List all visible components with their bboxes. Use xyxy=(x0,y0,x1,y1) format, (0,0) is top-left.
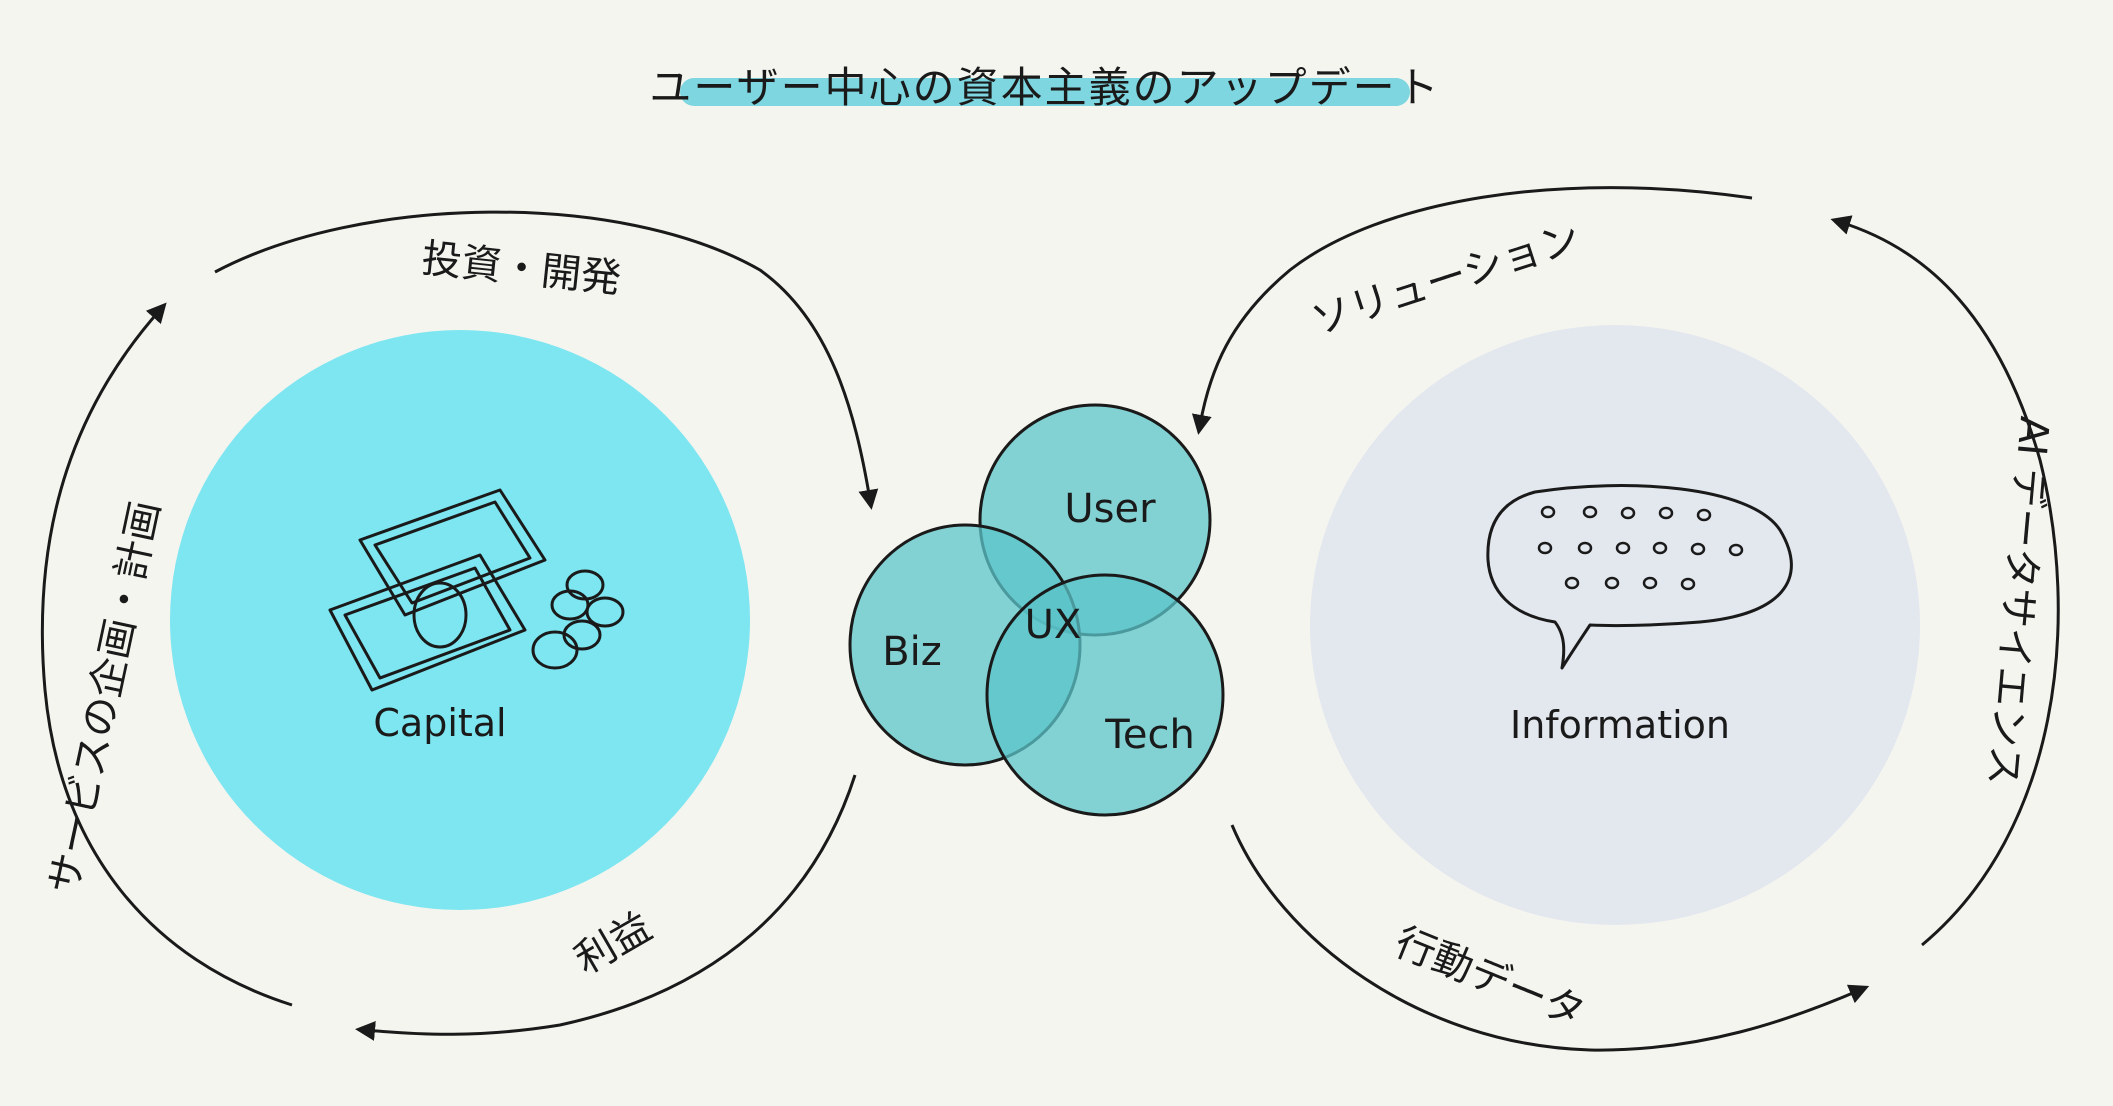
venn-ux-label: UX xyxy=(1025,602,1082,648)
title-group: ユーザー中心の資本主義のアップデート xyxy=(649,63,1440,112)
bottom-left-arrow xyxy=(355,774,857,1041)
right-arrow xyxy=(1830,215,2060,947)
speech-bubble-icon xyxy=(1486,484,1793,670)
page-title: ユーザー中心の資本主義のアップデート xyxy=(649,63,1440,112)
top-left-arrow xyxy=(214,210,879,510)
left-arc-label: サービスの企画・計画 xyxy=(41,497,169,898)
venn-tech-circle xyxy=(985,573,1225,817)
capital-label: Capital xyxy=(373,701,506,745)
top-right-arrow xyxy=(1191,186,1753,435)
money-icon xyxy=(328,488,625,692)
venn-diagram: User Biz Tech UX xyxy=(848,403,1225,817)
capital-cycle: Capital 投資・開発 利益 サービスの企画・計画 xyxy=(40,210,879,1041)
capital-circle xyxy=(170,330,750,910)
bottom-right-arrow xyxy=(1230,824,1870,1052)
top-left-arc-label: 投資・開発 xyxy=(420,236,624,303)
venn-tech-label: Tech xyxy=(1104,712,1195,758)
left-arrow xyxy=(40,302,293,1007)
information-label: Information xyxy=(1510,703,1730,747)
venn-user-label: User xyxy=(1064,486,1156,532)
title-highlight xyxy=(680,78,1410,106)
bottom-right-arc-label: 行動データ xyxy=(1389,919,1592,1037)
bottom-left-arc-label: 利益 xyxy=(567,904,659,984)
information-cycle: Information ソリューション 行動データ AI データサイエンス xyxy=(1191,186,2060,1052)
venn-biz-label: Biz xyxy=(882,629,942,675)
